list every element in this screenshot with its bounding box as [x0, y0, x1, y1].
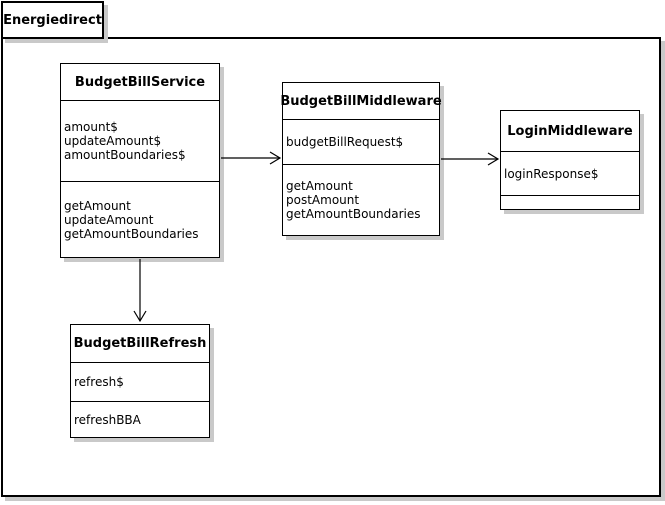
package-title: Energiedirect [3, 12, 102, 28]
attribute: amountBoundaries$ [64, 148, 186, 162]
attribute: loginResponse$ [504, 166, 599, 181]
attribute: updateAmount$ [64, 134, 162, 148]
methods-compartment-empty [501, 195, 639, 209]
class-budget-bill-service[interactable]: BudgetBillService amount$ updateAmount$ … [60, 63, 220, 258]
methods-compartment: refreshBBA [71, 401, 209, 437]
attributes-compartment: refresh$ [71, 362, 209, 401]
arrow-service-to-refresh[interactable] [133, 259, 147, 323]
class-title: BudgetBillService [74, 74, 206, 90]
class-title: BudgetBillRefresh [73, 336, 207, 351]
methods-compartment: getAmount updateAmount getAmountBoundari… [61, 181, 219, 257]
class-title: LoginMiddleware [507, 123, 633, 139]
class-login-middleware[interactable]: LoginMiddleware loginResponse$ [500, 110, 640, 210]
attributes-compartment: loginResponse$ [501, 151, 639, 195]
methods-compartment: getAmount postAmount getAmountBoundaries [283, 164, 439, 235]
class-title: BudgetBillMiddleware [280, 93, 442, 109]
method: getAmount [286, 179, 353, 193]
method: updateAmount [64, 212, 154, 227]
attributes-compartment: budgetBillRequest$ [283, 119, 439, 164]
class-budget-bill-middleware[interactable]: BudgetBillMiddleware budgetBillRequest$ … [280, 82, 442, 236]
method: getAmountBoundaries [286, 207, 421, 221]
method: postAmount [286, 193, 360, 207]
attributes-compartment: amount$ updateAmount$ amountBoundaries$ [61, 100, 219, 181]
method: refreshBBA [74, 412, 141, 427]
arrow-middleware-to-login[interactable] [441, 152, 500, 166]
class-budget-bill-refresh[interactable]: BudgetBillRefresh refresh$ refreshBBA [70, 324, 210, 438]
package-tab-energiedirect[interactable]: Energiedirect [1, 1, 104, 39]
method: getAmountBoundaries [64, 226, 199, 241]
method: getAmount [64, 198, 131, 213]
arrow-service-to-middleware[interactable] [221, 151, 282, 165]
attribute: refresh$ [74, 375, 124, 389]
attribute: amount$ [64, 120, 118, 134]
attribute: budgetBillRequest$ [286, 135, 404, 149]
